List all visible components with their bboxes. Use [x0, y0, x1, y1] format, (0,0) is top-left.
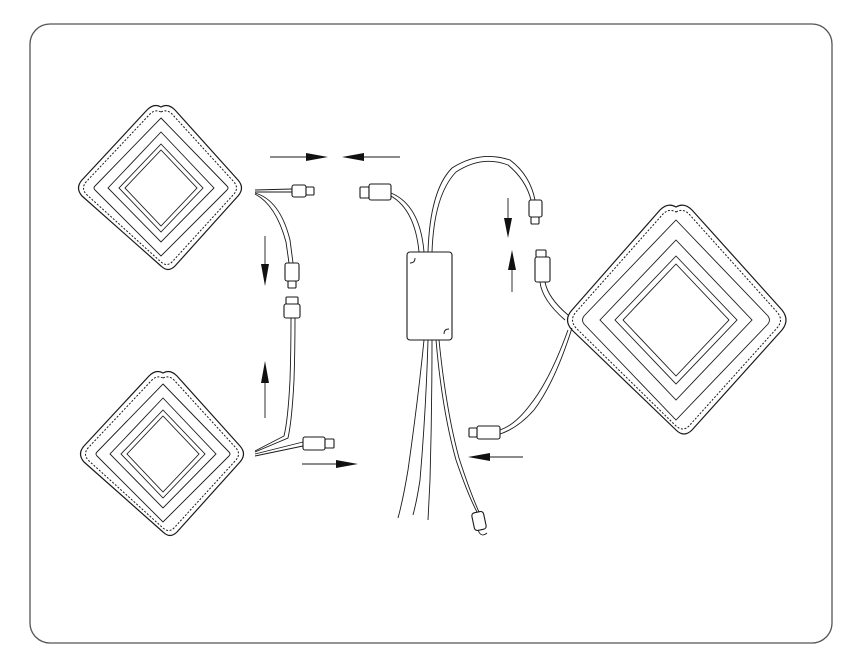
- connector-right-bottom: [534, 249, 569, 321]
- panel-right: [566, 204, 787, 435]
- panel-bottom-left: [79, 370, 245, 537]
- diagram-frame: [29, 23, 833, 644]
- driver-input-wires: [359, 155, 536, 253]
- arrow-right-up: [508, 250, 516, 292]
- arrow-bottom-left: [468, 453, 523, 461]
- arrow-left-down: [261, 236, 269, 286]
- driver-box: [406, 251, 453, 341]
- arrow-right-down: [504, 198, 512, 238]
- connector-top-left-out: [291, 184, 315, 198]
- arrow-top-right: [270, 153, 328, 161]
- arrow-top-left: [342, 153, 400, 161]
- driver-output-wires: [397, 339, 488, 536]
- arrow-left-up: [261, 361, 269, 418]
- panel-top-left: [77, 104, 243, 271]
- panel-top-left-wires: [254, 188, 304, 457]
- connector-left-vertical-top: [284, 262, 300, 289]
- connector-left-vertical-bottom: [283, 296, 301, 319]
- panel-right-wire-out: [468, 327, 573, 440]
- connector-bottom-left-out: [302, 436, 335, 451]
- connector-right-top: [528, 199, 543, 225]
- arrow-bottom-right: [302, 460, 358, 468]
